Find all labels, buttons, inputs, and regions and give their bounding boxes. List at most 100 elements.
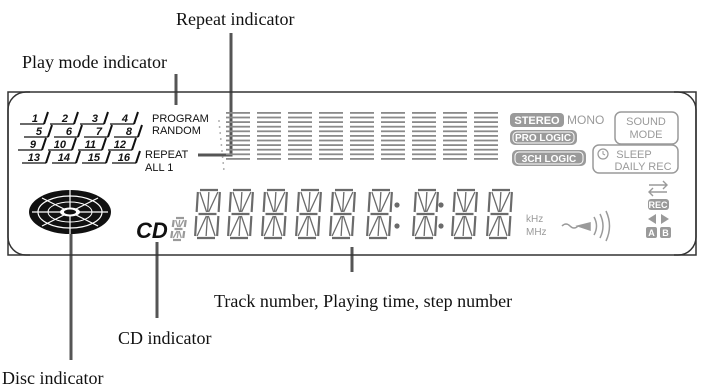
track-number: 3 <box>92 113 98 125</box>
segment-digits <box>170 188 513 242</box>
track-separator <box>131 137 137 151</box>
segment-digit <box>451 188 478 240</box>
callout-play-mode-indicator: Play mode indicator <box>22 52 167 72</box>
spectrum-bar-segment <box>474 112 498 114</box>
spectrum-bar-segment <box>350 144 374 146</box>
rec-badge <box>648 199 669 210</box>
a-label: A <box>648 228 655 238</box>
spectrum-bar-segment <box>443 130 467 133</box>
daily-rec-label: DAILY REC <box>614 161 671 173</box>
spectrum-bar-segment <box>412 158 436 160</box>
track-separator <box>43 111 49 125</box>
spectrum-bar-segment <box>257 144 281 146</box>
spectrum-bar-segment <box>381 153 405 156</box>
sleep-box <box>592 144 679 174</box>
track-separator <box>103 111 109 125</box>
signal-strength-icon <box>561 210 611 242</box>
spectrum-dot <box>218 120 220 122</box>
spectrum-bar-segment <box>226 116 250 119</box>
spectrum-bar-segment <box>474 148 498 151</box>
program-label: PROGRAM <box>152 113 209 125</box>
track-separator <box>133 111 139 125</box>
track-separator <box>101 137 107 151</box>
spectrum-bar-segment <box>350 121 374 123</box>
spectrum-bar-segment <box>288 158 312 160</box>
b-badge <box>660 227 671 238</box>
spectrum-bar-segment <box>226 125 250 128</box>
track-number: 6 <box>66 126 73 138</box>
track-separator <box>137 124 143 138</box>
spectrum-bar-segment <box>257 153 281 156</box>
spectrum-bar-segment <box>257 116 281 119</box>
spectrum-dot <box>219 138 222 140</box>
segment-digit <box>329 188 356 240</box>
spectrum-dot <box>222 162 225 164</box>
spectrum-bar-segment <box>412 144 436 146</box>
spectrum-bar-segment <box>412 135 436 137</box>
spectrum-bar-segment <box>226 112 250 114</box>
spectrum-bar-segment <box>381 112 405 114</box>
spectrum-bar-segment <box>319 125 343 128</box>
spectrum-bar-segment <box>257 148 281 151</box>
all1-label: ALL 1 <box>145 162 173 174</box>
ch-logic-badge <box>512 150 586 166</box>
spectrum-bar-segment <box>350 130 374 133</box>
spectrum-bar-segment <box>288 153 312 156</box>
track-number: 10 <box>54 139 67 151</box>
spectrum-bar-segment <box>412 130 436 133</box>
spectrum-bar-segment <box>288 135 312 137</box>
a-badge <box>646 227 657 238</box>
spectrum-bar-segment <box>350 148 374 151</box>
spectrum-bar-segment <box>412 121 436 123</box>
spectrum-bar-segment <box>474 144 498 146</box>
spectrum-bar-segment <box>381 116 405 119</box>
track-number: 4 <box>121 113 128 125</box>
sleep-label: SLEEP <box>616 149 651 161</box>
direction-arrows-icon <box>648 214 669 224</box>
spectrum-dot <box>221 150 223 152</box>
pro-logic-badge-inner <box>512 131 575 144</box>
spectrum-bar-segment <box>226 130 250 133</box>
track-number: 12 <box>114 139 126 151</box>
callout-track-number: Track number, Playing time, step number <box>214 291 512 311</box>
colon-dot <box>394 202 400 208</box>
spectrum-bar-segment <box>226 158 250 160</box>
spectrum-bar-segment <box>288 125 312 128</box>
cd-label: CD <box>136 218 168 243</box>
spectrum-bar-segment <box>381 125 405 128</box>
repeat-arrows-icon <box>648 180 668 197</box>
track-number: 2 <box>61 113 68 125</box>
spectrum-bar-segment <box>474 121 498 123</box>
spectrum-bar-segment <box>350 135 374 137</box>
segment-digit <box>194 188 221 240</box>
segment-digit <box>366 188 393 240</box>
spectrum-bar-segment <box>226 135 250 137</box>
spectrum-bar-segment <box>257 130 281 133</box>
spectrum-analyzer <box>218 112 498 170</box>
spectrum-dot <box>218 126 221 128</box>
spectrum-bar-segment <box>226 144 250 146</box>
spectrum-bar-segment <box>257 121 281 123</box>
spectrum-bar-segment <box>443 116 467 119</box>
spectrum-bar-segment <box>319 148 343 151</box>
mono-label: MONO <box>567 113 604 127</box>
spectrum-bar-segment <box>443 158 467 160</box>
spectrum-bar-segment <box>443 139 467 142</box>
disc-icon <box>29 190 111 234</box>
callout-disc-indicator: Disc indicator <box>2 368 103 388</box>
spectrum-bar-segment <box>474 116 498 119</box>
spectrum-bar-segment <box>412 153 436 156</box>
spectrum-bar-segment <box>288 144 312 146</box>
spectrum-bar-segment <box>412 139 436 142</box>
segment-digit <box>170 216 187 242</box>
track-separator <box>45 150 51 164</box>
pro-logic-badge <box>510 130 577 145</box>
spectrum-bar-segment <box>381 148 405 151</box>
track-separator <box>105 150 111 164</box>
track-separator <box>71 137 77 151</box>
spectrum-bar-segment <box>381 135 405 137</box>
track-number: 16 <box>118 152 131 164</box>
spectrum-bar-segment <box>412 112 436 114</box>
